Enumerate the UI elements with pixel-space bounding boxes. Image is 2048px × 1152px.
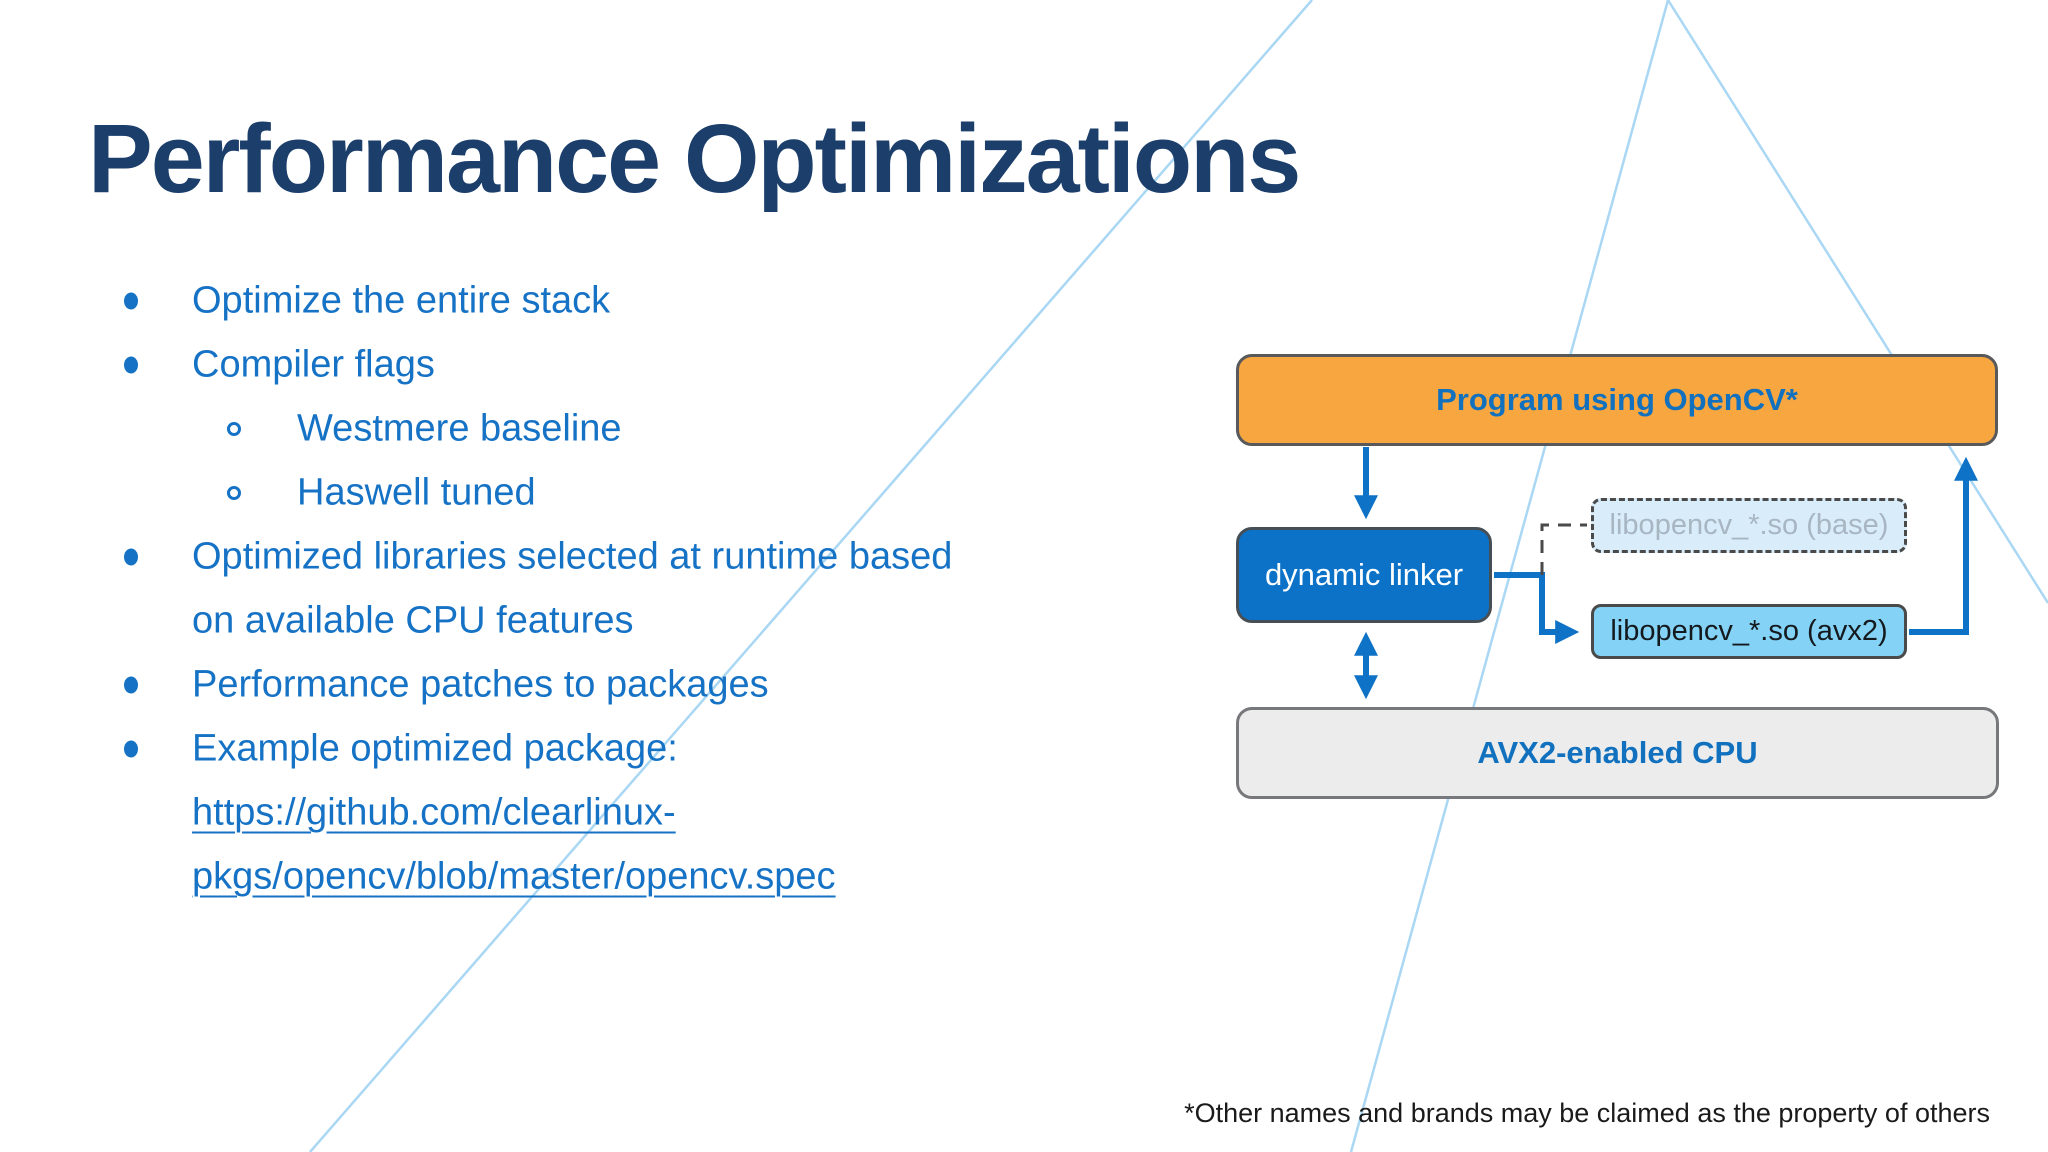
- bullet-item: https://github.com/clearlinux-: [0, 781, 1180, 845]
- bullet-disc-marker: [124, 676, 138, 694]
- bullet-item: Example optimized package:: [0, 717, 1180, 781]
- bullet-item: Compiler flags: [0, 333, 1180, 397]
- dashed-connector-to-base-icon: [1540, 523, 1587, 575]
- cpu-box: AVX2-enabled CPU: [1236, 707, 1999, 799]
- libopencv-base-box: libopencv_*.so (base): [1591, 498, 1907, 553]
- bullet-text: Optimize the entire stack: [192, 279, 611, 322]
- bullet-text: Optimized libraries selected at runtime …: [192, 535, 953, 578]
- libopencv-base-label: libopencv_*.so (base): [1609, 509, 1889, 541]
- arrow-linker-to-avx2-icon: [1494, 572, 1580, 644]
- bullet-disc-marker: [124, 548, 138, 566]
- libopencv-avx2-box: libopencv_*.so (avx2): [1591, 604, 1907, 659]
- bullet-text: Performance patches to packages: [192, 663, 769, 706]
- bullet-item: Optimize the entire stack: [0, 269, 1180, 333]
- bullet-text: Compiler flags: [192, 343, 435, 386]
- page-title: Performance Optimizations: [88, 104, 1301, 213]
- bullet-item: Westmere baseline: [0, 397, 1180, 461]
- bullet-disc-marker: [124, 292, 138, 310]
- cpu-box-label: AVX2-enabled CPU: [1477, 735, 1758, 770]
- opencv-runtime-diagram: Program using OpenCV* dynamic linker lib…: [1236, 354, 1999, 800]
- bullet-text: Example optimized package:: [192, 727, 678, 770]
- diagonal-line-left: [309, 0, 1313, 1152]
- bullet-text: Haswell tuned: [297, 471, 536, 514]
- bullet-item: pkgs/opencv/blob/master/opencv.spec: [0, 845, 1180, 909]
- bullet-item: on available CPU features: [0, 589, 1180, 653]
- bullet-disc-marker: [124, 740, 138, 758]
- bullet-item: Performance patches to packages: [0, 653, 1180, 717]
- bullet-circle-marker: [227, 422, 241, 436]
- bullet-item: Optimized libraries selected at runtime …: [0, 525, 1180, 589]
- program-box-label: Program using OpenCV*: [1436, 382, 1798, 417]
- libopencv-avx2-label: libopencv_*.so (avx2): [1610, 615, 1888, 647]
- dynamic-linker-label: dynamic linker: [1264, 557, 1464, 592]
- program-box: Program using OpenCV*: [1236, 354, 1998, 446]
- dynamic-linker-box: dynamic linker: [1236, 527, 1492, 623]
- github-link-text[interactable]: https://github.com/clearlinux-: [192, 791, 676, 834]
- diagonal-line-right: [1666, 0, 2048, 604]
- bullet-circle-marker: [227, 486, 241, 500]
- bullet-disc-marker: [124, 356, 138, 374]
- arrow-avx2-to-program-icon: [1909, 456, 1978, 635]
- trademark-footnote: *Other names and brands may be claimed a…: [1184, 1098, 1990, 1128]
- bullet-text: on available CPU features: [192, 599, 634, 642]
- bullet-item: Haswell tuned: [0, 461, 1180, 525]
- github-link-text[interactable]: pkgs/opencv/blob/master/opencv.spec: [192, 855, 836, 898]
- bullet-text: Westmere baseline: [297, 407, 622, 450]
- diagram-connectors: [1354, 447, 1978, 700]
